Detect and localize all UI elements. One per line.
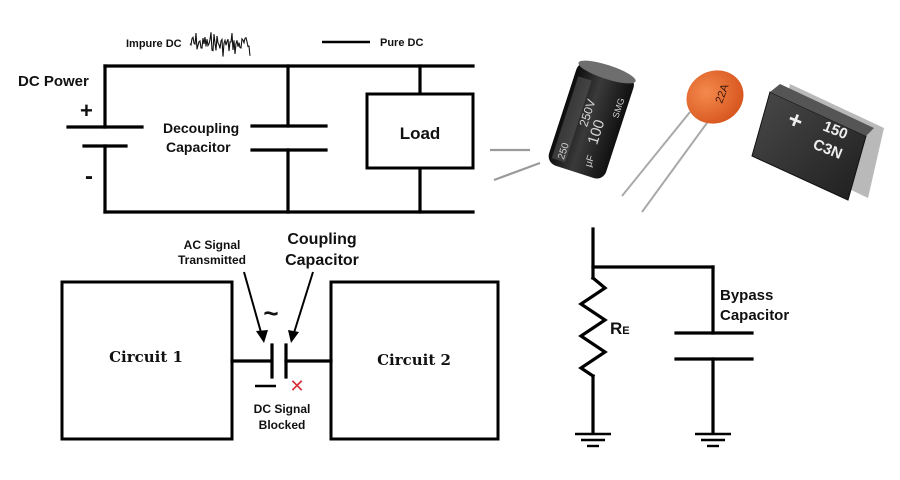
load-box: [365, 92, 475, 170]
ceramic-capacitor-image: 22A: [621, 70, 744, 213]
pure-dc-label: Pure DC: [380, 37, 423, 49]
ac-arrow-shaft: [243, 271, 263, 337]
bypass-label-line1: Bypass: [720, 287, 773, 304]
electrolytic-marking-uf: μF: [583, 154, 597, 169]
ac-wave-icon: ~: [263, 298, 278, 328]
smd-top-edge: [770, 84, 874, 136]
coupling-label-line1: Coupling: [287, 231, 356, 248]
smd-capacitor-image: + 150 C3N: [751, 84, 884, 201]
circuit-1-label: Circuit 1: [109, 348, 183, 366]
dc-signal-label-line1: DC Signal: [254, 402, 311, 416]
electrolytic-stripe: [551, 76, 592, 163]
resistor-label-sub: E: [622, 325, 629, 337]
electrolytic-marking-100: 100: [584, 118, 608, 147]
impure-dc-noise-icon: [189, 32, 251, 57]
electrolytic-capacitor-image: 100 250V SMG μF 250: [490, 60, 636, 182]
resistor-label-main: R: [610, 319, 622, 338]
resistor-zigzag-icon: [578, 275, 608, 379]
decoupling-circuit: Load Impure DC Pure DC DC Power + - Deco…: [18, 32, 475, 214]
coupling-arrow-shaft: [292, 271, 314, 337]
coupling-label-line2: Capacitor: [285, 252, 359, 269]
decoupling-label-line2: Capacitor: [166, 139, 231, 155]
circuit-2-box: [329, 280, 500, 441]
ground-icon-left: [575, 432, 611, 448]
electrolytic-top: [578, 60, 636, 84]
decoupling-label-line1: Decoupling: [163, 120, 239, 136]
blocked-x-icon: ✕: [289, 376, 304, 397]
coupling-circuit: Circuit 1 Circuit 2 ~ ✕ AC Signal Transm…: [60, 231, 500, 441]
bypass-label-line2: Capacitor: [720, 307, 789, 324]
load-label: Load: [400, 124, 441, 143]
smd-body: [751, 91, 867, 201]
battery-minus-sign: -: [85, 163, 93, 190]
electrolytic-lead-2: [493, 161, 541, 182]
circuit-2-label: Circuit 2: [377, 351, 451, 369]
impure-dc-label: Impure DC: [126, 38, 182, 50]
electrolytic-marking-250: 250: [556, 141, 572, 161]
coupling-arrow-head-icon: [288, 330, 299, 343]
bypass-circuit: RE Bypass Capacitor: [575, 227, 789, 448]
circuit-1-box: [60, 280, 234, 441]
ac-signal-label-line1: AC Signal: [184, 238, 241, 252]
battery-plus-sign: +: [80, 98, 93, 123]
ceramic-disc: [686, 70, 744, 124]
capacitor-components: 100 250V SMG μF 250 22A + 150 C3N: [490, 60, 884, 213]
ceramic-lead-1: [621, 111, 691, 197]
dc-signal-label-line2: Blocked: [259, 418, 306, 432]
ceramic-lead-2: [641, 115, 713, 213]
resistor-label: RE: [610, 319, 630, 338]
ac-arrow-head-icon: [256, 330, 268, 343]
dc-power-label: DC Power: [18, 73, 89, 90]
ac-signal-label-line2: Transmitted: [178, 253, 246, 267]
ground-icon-right: [695, 432, 731, 448]
electrolytic-body: [548, 62, 634, 179]
